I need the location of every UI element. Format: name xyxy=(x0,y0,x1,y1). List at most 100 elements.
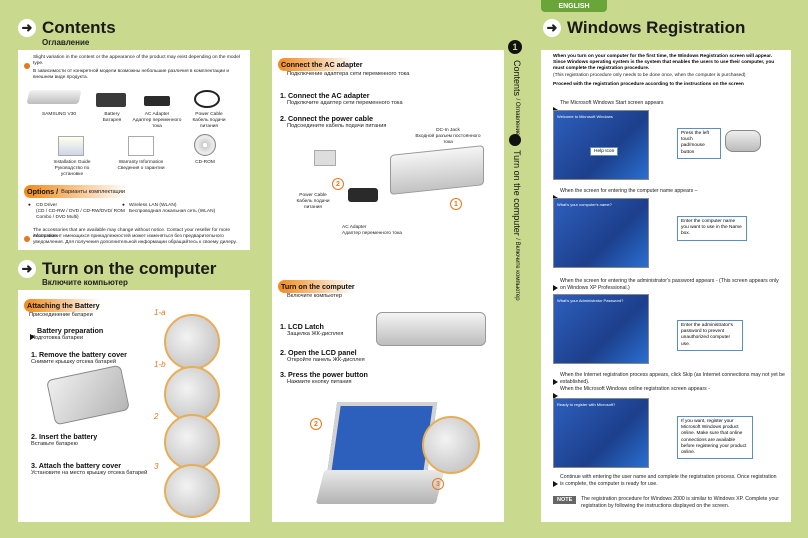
item-warranty-label: Warranty Information xyxy=(118,160,164,165)
s4b-triangle-icon xyxy=(553,386,558,404)
step-s2: When the screen for entering the compute… xyxy=(560,188,698,194)
laptop-underside-image xyxy=(46,364,130,426)
option1-bullet-icon: ● xyxy=(28,203,31,208)
contents-footer-en: The accessories that are available may c… xyxy=(33,228,231,239)
turnon-title: Turn on the computer xyxy=(42,259,217,278)
turn-step2: 2. Open the LCD panel xyxy=(280,348,357,357)
options-title: Options / xyxy=(27,187,59,196)
screen1-title: Welcome to Microsoft Windows xyxy=(557,114,613,119)
turn-step2-ru: Откройте панель ЖК-дисплея xyxy=(287,357,365,363)
s3-triangle-icon xyxy=(553,278,558,296)
spine-contents-en: Contents xyxy=(512,60,522,97)
dcin-label-ru: Входной разъем постоянного тока xyxy=(415,134,481,145)
step-2-photo xyxy=(164,414,220,470)
windows-header: ➜ Windows Registration xyxy=(543,18,745,38)
connect-title: Connect the AC adapter xyxy=(281,60,363,69)
screen-computer-name: What's your computer's name? xyxy=(553,198,649,268)
turn-step1-ru: Защелка ЖК-дисплея xyxy=(287,331,344,337)
item-cable-label-ru: Кабель подачи питания xyxy=(192,118,226,129)
option1-label: CD Driver xyxy=(36,203,58,208)
turnon-title-ru: Включите компьютер xyxy=(42,278,128,287)
note-text: The registration procedure for Windows 2… xyxy=(581,496,779,509)
item-guide-label-ru: Руководство по установке xyxy=(54,166,90,177)
windows-proceed: Proceed with the registration procedure … xyxy=(553,82,744,87)
step-3-photo xyxy=(164,464,220,518)
s4a-triangle-icon xyxy=(553,372,558,390)
label-3: 3 xyxy=(154,462,159,471)
step-s4b: When the Microsoft Windows online regist… xyxy=(560,386,710,392)
warranty-image xyxy=(128,136,154,156)
connect-step2-ru: Подсоедините кабель подачи питания xyxy=(287,123,387,129)
item-cdrom-label: CD-ROM xyxy=(195,160,215,165)
laptop-keyboard-image xyxy=(315,470,445,504)
turn-ru: Включите компьютер xyxy=(287,293,342,299)
contents-note-ru: В зависимости от конкретной модели возмо… xyxy=(33,69,230,80)
option2-label: Wireless LAN (WLAN) xyxy=(129,203,177,208)
step3-ru: Установите на место крышку отсека батаре… xyxy=(31,470,148,476)
dcin-label: DC-In Jack xyxy=(436,128,460,133)
footer-bullet-icon xyxy=(24,229,30,247)
spine-turnon-en: Turn on the computer xyxy=(512,150,522,236)
step2-ru: Вставьте батарею xyxy=(31,441,78,447)
touchpad-hand-image xyxy=(725,130,761,152)
spine-turnon-ru: Включите компьютер xyxy=(514,241,520,301)
option2-label-ru: Беспроводная локальная сеть (WLAN) xyxy=(129,209,216,214)
options-header: Options / Варианты комплектации xyxy=(24,185,174,198)
windows-panel: When you turn on your computer for the f… xyxy=(541,50,791,522)
note-bullet-icon xyxy=(24,56,30,74)
contents-title: Contents xyxy=(42,18,116,37)
power-button-photo xyxy=(422,416,480,474)
laptop-open-image xyxy=(326,402,438,476)
turn-step1: 1. LCD Latch xyxy=(280,322,324,331)
cdrom-image xyxy=(194,134,216,156)
contents-note-en: Slight variation in the content or the a… xyxy=(33,55,240,66)
windows-title: Windows Registration xyxy=(567,18,746,37)
screen-admin-password: What's your Administrator Password? xyxy=(553,294,649,364)
screen3-title: What's your Administrator Password? xyxy=(557,298,624,303)
language-tab[interactable]: ENGLISH xyxy=(541,0,607,12)
options-title-ru: Варианты комплектации xyxy=(61,188,126,195)
spine-number: 1 xyxy=(508,40,522,54)
contents-header: ➜ Contents xyxy=(18,18,116,38)
spine-dot-icon xyxy=(509,134,521,146)
battery-panel: Attaching the Battery Присоединение бата… xyxy=(18,290,250,522)
battery-image xyxy=(96,93,126,107)
item-battery-label: Battery xyxy=(104,112,120,117)
windows-intro: When you turn on your computer for the f… xyxy=(553,54,775,72)
note-badge: NOTE xyxy=(553,496,577,504)
ac-adapter-label: AC Adapter xyxy=(342,225,367,230)
wall-outlet-image xyxy=(314,150,336,166)
step-s5: Continue with entering the user name and… xyxy=(560,474,777,487)
turnon-header: ➜ Turn on the computer xyxy=(18,259,216,279)
step-s4a: When the Internet registration process a… xyxy=(560,372,785,385)
item-laptop-label: SAMSUNG V30 xyxy=(41,112,77,117)
ac-adapter-image xyxy=(144,96,170,106)
guide-image xyxy=(58,136,84,156)
connect-header: Connect the AC adapter xyxy=(278,58,388,71)
attach-title: Attaching the Battery xyxy=(27,301,100,310)
step-1a-photo xyxy=(164,314,220,370)
windows-intro-small: (This registration procedure only needs … xyxy=(553,73,746,78)
middle-panel: Connect the AC adapter Подключение адапт… xyxy=(272,50,504,522)
laptop-image xyxy=(26,90,82,104)
attach-ru: Присоединение батареи xyxy=(29,312,93,318)
spine-contents-ru: Оглавление xyxy=(514,101,520,136)
prep-ru: Подготовка батареи xyxy=(31,335,84,341)
item-battery-label-ru: Батарея xyxy=(102,118,122,123)
turn-num-3: 3 xyxy=(432,478,444,490)
label-2: 2 xyxy=(154,412,159,421)
screen4-title: Ready to register with Microsoft? xyxy=(557,402,616,407)
help-icon-callout: Help Icon xyxy=(590,147,619,156)
spine-contents: Contents / Оглавление xyxy=(512,60,522,136)
step3-title: 3. Attach the battery cover xyxy=(31,461,122,470)
connect-ru: Подключение адаптера сети переменного то… xyxy=(287,71,410,77)
step-num-1: 1 xyxy=(450,198,462,210)
turn-title: Turn on the computer xyxy=(281,282,355,291)
item-warranty-label-ru: Сведения о гарантии xyxy=(117,166,165,171)
item-adapter-label: AC Adapter xyxy=(144,112,170,117)
option2-bullet-icon: ● xyxy=(122,203,125,208)
spine-turnon: Turn on the computer / Включите компьюте… xyxy=(512,150,522,301)
contents-footer-ru: Ассортимент имеющихся принадлежностей мо… xyxy=(33,234,237,245)
step-1b-photo xyxy=(164,366,220,422)
ac-adapter-label-ru: Адаптер переменного тока xyxy=(342,231,402,236)
